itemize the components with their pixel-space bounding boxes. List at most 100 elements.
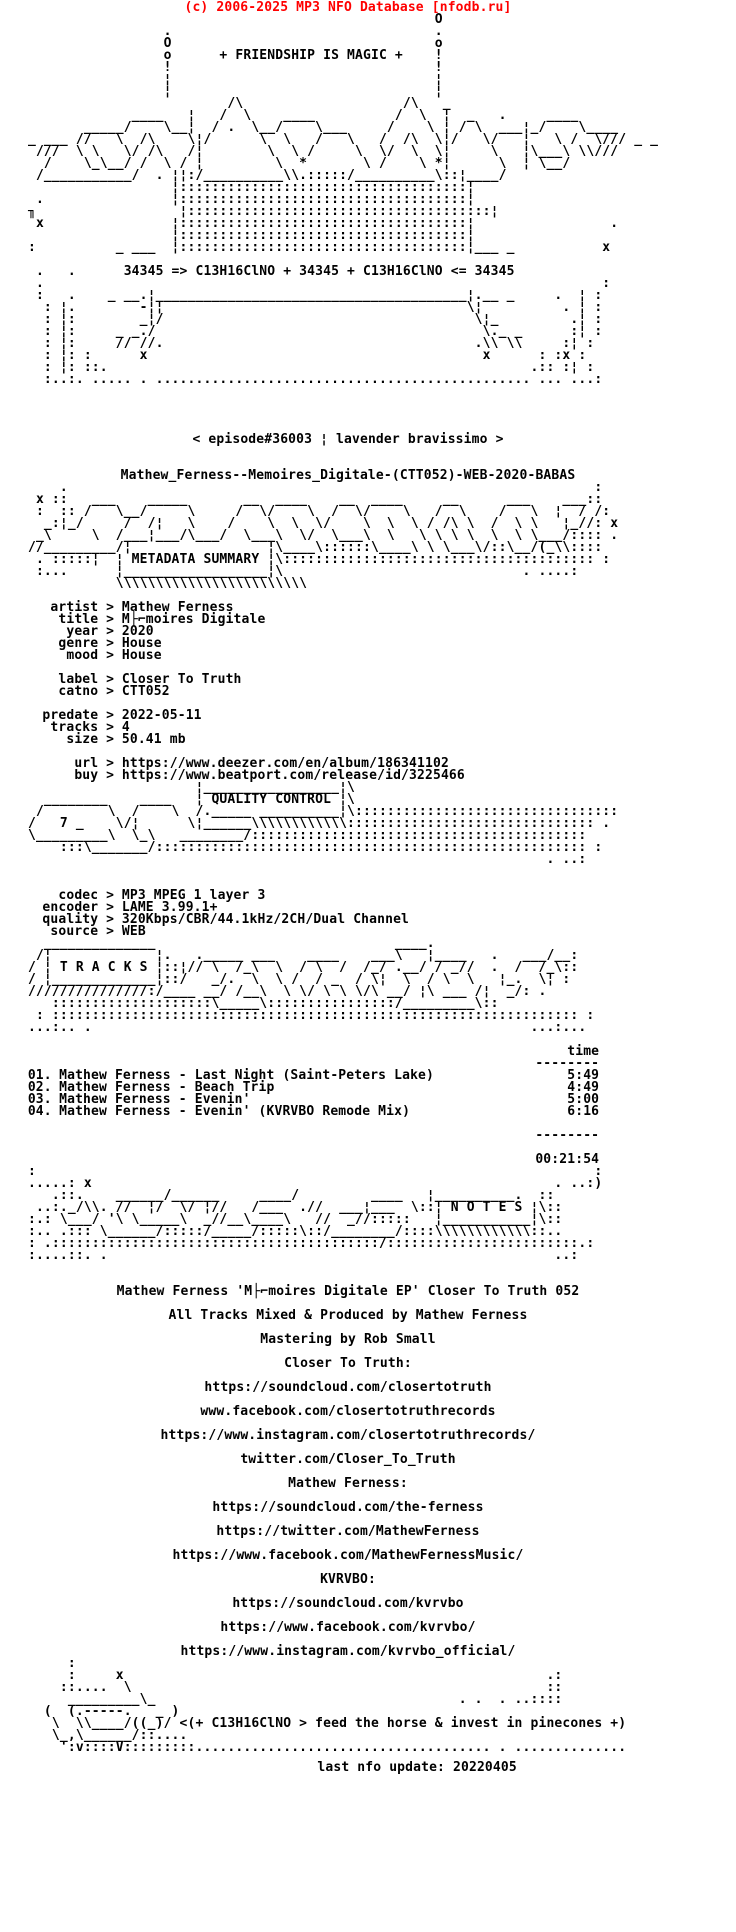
meta-value: Closer To Truth [121,672,242,687]
meta-value: Mathew Ferness [121,600,234,615]
quality-label: encoder [42,900,99,915]
note-link-twitter-label: twitter.com/Closer_To_Truth [240,1452,456,1467]
note-link-facebook-kvrvbo: https://www.facebook.com/kvrvbo/ [220,1620,476,1635]
meta-separator: > [106,672,115,687]
meta-field-predate: predate>2022-05-11 [20,708,676,723]
quality-label: quality [42,912,99,927]
meta-label: artist [50,600,99,615]
track-row: 02. Mathew Ferness - Beach Trip 4:49 [27,1080,600,1095]
meta-separator: > [106,612,115,627]
ascii-banner-tracks: ______________ ____. /¦ ¦. ._____ ___ __… [27,936,595,1035]
track-title: Mathew Ferness - Last Night (Saint-Peter… [59,1068,435,1083]
quality-value: MP3 MPEG 1 layer 3 [121,888,266,903]
meta-value: House [121,636,162,651]
meta-separator: > [106,708,115,723]
meta-value: 4 [121,720,130,735]
note-link-soundcloud-artist: https://soundcloud.com/the-ferness [212,1500,484,1515]
track-duration: 6:16 [567,1104,600,1119]
meta-field-label: label > Closer To Truth [20,672,676,687]
quality-label: source [50,924,99,939]
meta-value: House [121,648,162,663]
track-number: 04. [27,1104,52,1119]
nfo-document: (c) 2006-2025 MP3 NFO Database [nfodb.ru… [20,0,676,1775]
meta-separator: > [106,648,115,663]
metadata-section: artist > Mathew Ferness title > M├⌐moires Di… [20,600,676,783]
meta-label: url [74,756,99,771]
time-column-header: time [567,1044,600,1059]
meta-field-buy: buy > https://www.beatport.com/release/id/… [20,768,676,783]
meta-separator: > [106,624,115,639]
track-title: Mathew Ferness - Beach Trip [59,1080,275,1095]
quality-value: 320Kbps/CBR/44.1kHz/2CH/Dual Channel [121,912,410,927]
metadata-group-label: label > Closer To Truth catno > CTT052 [20,672,676,699]
note-link-facebook-label: www.facebook.com/closertotruthrecords [200,1404,496,1419]
note-heading-label: Closer To Truth: [284,1356,412,1371]
track-row: 01. Mathew Ferness - Last Night (Saint-Pe… [27,1068,600,1083]
episode-line: < episode#36003 ¦ lavender bravissimo > [192,432,504,447]
note-credits-mastering: Mastering by Rob Small [260,1332,436,1347]
meta-value-beatport-url: https://www.beatport.com/release/id/3225… [121,768,465,783]
meta-value: 2020 [121,624,154,639]
metadata-group-predate: predate>2022-05-11 tracks>4 size>50.41 m… [20,708,676,747]
quality-field-encoder: encoder > LAME 3.99.1+ [20,900,676,915]
quality-section: codec > MP3 MPEG 1 layer 3 encoder > LAME 3.… [20,888,676,939]
meta-field-genre: genre>House [20,636,676,651]
track-number: 03. [27,1092,52,1107]
note-link-facebook-artist: https://www.facebook.com/MathewFernessMu… [172,1548,524,1563]
meta-label: title [58,612,99,627]
note-heading-kvrvbo: KVRVBO: [320,1572,376,1587]
meta-value-deezer-url: https://www.deezer.com/en/album/18634110… [121,756,449,771]
track-row: 03.Mathew Ferness - Evenin'5:00 [27,1092,599,1107]
meta-value: M├⌐moires Digitale [121,612,266,627]
note-heading-artist: Mathew Ferness: [288,1476,408,1491]
meta-field-size: size>50.41 mb [20,732,676,747]
ascii-art-header-landscape: O . . O o o + FRIENDSHIP IS MAGIC + ! ! [27,12,659,387]
ascii-banner-quality-control: ¦_________________¦\ ________ ____ ¦ QUA… [27,780,619,867]
note-link-soundcloud-label: https://soundcloud.com/closertotruth [204,1380,492,1395]
nfodb-copyright-line: (c) 2006-2025 MP3 NFO Database [nfodb.ru… [184,0,512,15]
note-link-twitter-artist: https://twitter.com/MathewFerness [216,1524,480,1539]
track-number: 01. [27,1068,52,1083]
quality-value: WEB [121,924,146,939]
meta-separator: > [106,636,115,651]
quality-separator: > [106,888,115,903]
total-duration: 00:21:54 [535,1152,600,1167]
meta-field-artist: artist > Mathew Ferness [20,600,676,615]
quality-separator: > [106,900,115,915]
metadata-group-links: url > https://www.deezer.com/en/album/1863… [20,756,676,783]
note-credits-production: All Tracks Mixed & Produced by Mathew Fe… [168,1308,528,1323]
quality-label: codec [58,888,99,903]
meta-field-catno: catno > CTT052 [20,684,676,699]
note-link-instagram-label: https://www.instagram.com/closertotruthr… [160,1428,536,1443]
meta-label: buy [74,768,99,783]
time-rule: -------- [535,1056,600,1071]
note-link-instagram-kvrvbo: https://www.instagram.com/kvrvbo_officia… [180,1644,516,1659]
tracklist: time -------- 01. Mathew Ferness - Last N… [20,1044,600,1167]
track-title: Mathew Ferness - Evenin' (KVRVBO Remode … [59,1104,411,1119]
quality-field-source: source>WEB [20,924,676,939]
quality-field-codec: codec > MP3 MPEG 1 layer 3 [20,888,676,903]
meta-separator: > [106,600,115,615]
meta-separator: > [106,756,115,771]
meta-label: label [58,672,99,687]
meta-separator: > [106,720,115,735]
meta-label: mood [66,648,99,663]
meta-separator: > [106,768,115,783]
note-link-soundcloud-kvrvbo: https://soundcloud.com/kvrvbo [232,1596,464,1611]
ascii-art-horse-footer: : : x .: ::.... \ :: _________\_ . . [43,1656,627,1755]
last-nfo-update: last nfo update: 20220405 [317,1760,517,1775]
total-rule: -------- [535,1128,600,1143]
meta-label: catno [58,684,99,699]
note-release-title: Mathew Ferness 'M├⌐moires Digitale EP' C… [116,1284,580,1299]
quality-separator: > [106,912,115,927]
meta-label: size [66,732,99,747]
meta-value: CTT052 [121,684,170,699]
track-number: 02. [27,1080,52,1095]
meta-separator: > [106,684,115,699]
track-duration: 4:49 [567,1080,600,1095]
quality-value: LAME 3.99.1+ [121,900,218,915]
ascii-banner-notes: : : .....: x . ..:) .::. ______/______ _… [27,1164,603,1263]
notes-section: Mathew Ferness 'M├⌐moires Digitale EP' C… [20,1284,676,1659]
ascii-banner-metadata-summary: . : x :: ___ _____ __ ____ __ ____ __ __… [27,480,619,591]
track-duration: 5:49 [567,1068,600,1083]
